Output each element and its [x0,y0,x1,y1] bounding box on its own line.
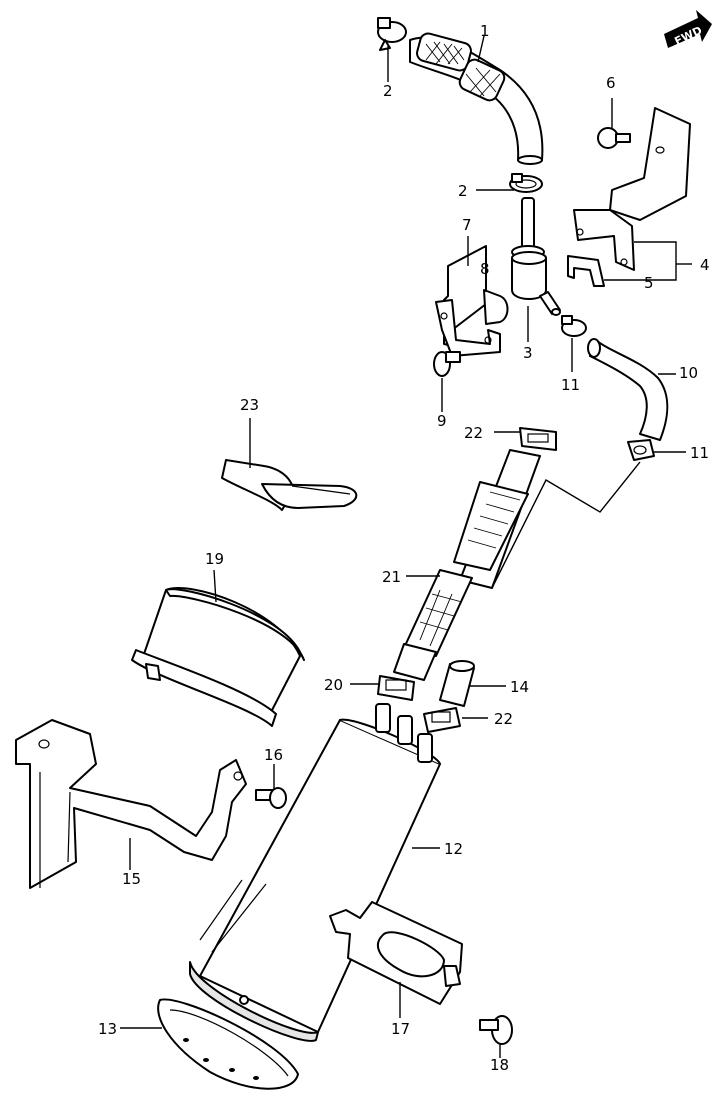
label-12: 12 [444,840,463,858]
label-13: 13 [98,1020,117,1038]
label-8: 8 [480,260,490,278]
label-20: 20 [324,676,343,694]
hose-clamp-22-lower [423,707,461,733]
label-11b: 11 [690,444,709,462]
hose-clamp-upper [377,17,407,51]
label-5: 5 [644,274,654,292]
label-9: 9 [437,412,447,430]
fuel-pump [189,703,441,1042]
bracket-clip [567,255,605,287]
label-19: 19 [205,550,224,568]
hose-clip-23 [221,459,358,511]
label-23: 23 [240,396,259,414]
label-11a: 11 [561,376,580,394]
screw-left [433,351,461,377]
label-2a: 2 [383,82,393,100]
callout-labels: 1 2 2 3 4 5 6 7 8 9 10 11 11 12 13 14 15… [98,22,710,1074]
pump-bracket [15,719,247,889]
fuel-hose-upper [409,32,544,165]
bolt-18 [479,1015,513,1045]
label-1: 1 [480,22,490,40]
label-22b: 22 [494,710,513,728]
label-15: 15 [122,870,141,888]
label-22a: 22 [464,424,483,442]
hose-clamp-small-lower [627,439,655,461]
hose-clamp-small-upper [561,315,587,337]
pump-filter-cap [157,998,299,1090]
fwd-arrow-icon: FWD [664,10,712,48]
fuel-hose-curved [587,338,669,441]
label-3: 3 [523,344,533,362]
label-16: 16 [264,746,283,764]
bracket-upper-right [573,107,691,271]
rubber-sleeve [439,660,475,707]
hose-clamp-22-upper [519,427,557,451]
bolt-16 [255,787,287,809]
foam-pad [131,587,305,727]
label-18: 18 [490,1056,509,1074]
label-2b: 2 [458,182,468,200]
label-7: 7 [462,216,472,234]
leader-lines [120,35,692,1058]
label-21: 21 [382,568,401,586]
label-4: 4 [700,256,710,274]
label-14: 14 [510,678,529,696]
bolt-upper-right [597,127,631,149]
hose-clamp-20 [377,675,415,701]
fuel-valve [511,197,561,316]
label-17: 17 [391,1020,410,1038]
hose-clamp-middle [509,173,543,193]
leader-11-lower [491,461,641,589]
label-10: 10 [679,364,698,382]
pump-holder [329,901,463,1005]
fuel-hose-21 [393,449,541,681]
label-6: 6 [606,74,616,92]
filter-holder-bracket [435,245,509,357]
